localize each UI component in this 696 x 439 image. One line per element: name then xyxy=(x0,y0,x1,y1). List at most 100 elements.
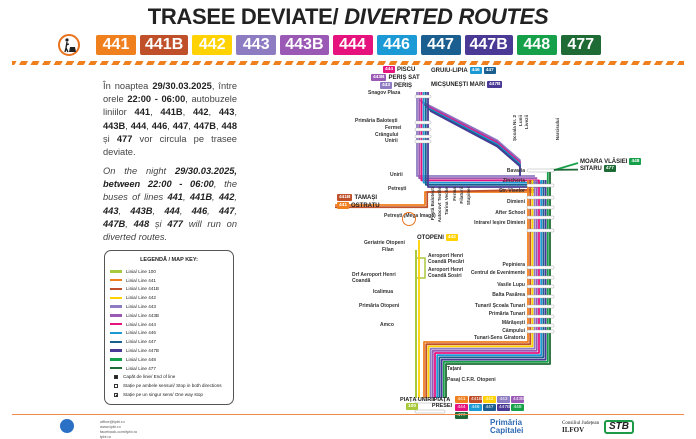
presei-badge-442: 442 xyxy=(483,396,496,403)
legend-label: Linia/ Line 477 xyxy=(126,365,156,371)
stop-label: Unirii xyxy=(385,138,398,144)
stop-label: Intrare/ Ieșire Dimieni xyxy=(474,220,525,226)
route-line-441b xyxy=(425,180,532,398)
route-line-443b xyxy=(418,92,538,180)
stop-label: Centrul de Evenimente xyxy=(470,270,525,276)
notice-segment: 442 xyxy=(218,192,235,203)
stop-marker xyxy=(526,329,555,334)
legend-item: Linia/ Line 447 xyxy=(110,337,228,346)
notice-segment: , între orele xyxy=(103,81,237,105)
presei-badge-441: 441 xyxy=(455,396,468,403)
notice-segment: , xyxy=(182,192,190,203)
line-badge-443: 443 xyxy=(236,35,277,55)
legend-label: Linia/ Line 442 xyxy=(126,295,156,301)
route-line-447b xyxy=(429,110,521,176)
stop-marker xyxy=(526,183,555,188)
route-line-441 xyxy=(423,180,529,398)
notice-segment: 448 xyxy=(221,120,238,131)
line-badge-442: 442 xyxy=(192,35,233,55)
legend-label: Linia/ Line 446 xyxy=(126,330,156,336)
legend-label: Linia/ Line 447B xyxy=(126,348,159,354)
presei-badge-441b: 441B xyxy=(469,396,483,403)
notice-segment: , xyxy=(125,120,131,131)
notice-segment: 448 xyxy=(133,218,150,229)
legend-item: Linia/ Line 443 xyxy=(110,302,228,311)
stop-label: Tarina Veche xyxy=(444,187,449,216)
stop-label: Școala Nr. 2 xyxy=(512,115,517,142)
notice-segment: 441 xyxy=(167,192,183,203)
route-line-441b xyxy=(335,188,536,209)
notice-segment: 444 xyxy=(130,120,147,131)
notice-segment: 29/30.03.2025 xyxy=(152,81,212,91)
stop-label: Bavaria xyxy=(506,168,525,174)
stop-label: Filan xyxy=(382,247,394,253)
presei-badge-447b: 447B xyxy=(497,404,511,411)
stop-label: Primăria Tunari xyxy=(488,311,525,317)
legend-item: Linia/ Line 447B xyxy=(110,346,228,355)
terminus-piata-presei: PIAȚA PRESEI xyxy=(431,397,453,409)
divider-stripe xyxy=(12,61,684,65)
notice-segment: , xyxy=(212,192,219,203)
presei-badge-443b: 443B xyxy=(511,396,525,403)
legend-item: Linia/ Line 448 xyxy=(110,355,228,364)
line-badge-443b: 443B xyxy=(280,35,329,55)
stop-label: Crângului xyxy=(375,132,399,138)
legend-label: Linia/ Line 444 xyxy=(126,321,156,327)
notice-segment: 447B xyxy=(103,218,126,229)
legend-swatch xyxy=(110,305,122,308)
presei-badge-477: 477 xyxy=(455,412,468,419)
route-line-447b xyxy=(440,180,547,398)
stop-label: Lunii xyxy=(518,115,523,126)
route-line-443 xyxy=(429,180,536,398)
legend-swatch xyxy=(110,322,122,326)
notice-segment: și xyxy=(103,133,117,144)
page-title: TRASEE DEVIATE/ DIVERTED ROUTES xyxy=(147,4,549,29)
route-line-477 xyxy=(549,168,579,180)
legend-swatch xyxy=(110,340,122,344)
notice-segment: , xyxy=(234,205,238,216)
route-line-443 xyxy=(416,92,535,177)
notice-segment: , autobuzele liniilor xyxy=(103,94,237,118)
legend-label: Linia/ Line 441B xyxy=(126,286,159,292)
stop-label: Câmpului xyxy=(502,328,525,334)
stop-label: Primăria Otopeni xyxy=(359,303,400,309)
stop-marker xyxy=(526,168,555,173)
notice-segment: , xyxy=(234,192,237,203)
legend-label: Linia/ Line 448 xyxy=(126,356,156,362)
notice-segment: 477 xyxy=(116,133,133,144)
stop-label: After School xyxy=(495,210,525,216)
stop-label: Aeroport Henri Coandă Sosiri xyxy=(428,267,464,279)
legend-label: Linia/ Line 441 xyxy=(126,277,156,283)
stop-label: Tunari-Sens Giratoriu xyxy=(473,335,525,341)
notice-segment: , xyxy=(125,218,134,229)
presei-badge-448: 448 xyxy=(511,404,524,411)
stop-label: Drf Aeroport Henri Coandă xyxy=(352,272,396,284)
legend-one-way: ▲Stație pe un singur sens/ One way stop xyxy=(114,392,203,398)
notice-segment: 442 xyxy=(193,107,209,118)
notice-en: On the night 29/30.03.2025, between 22:0… xyxy=(103,165,237,244)
legend-swatch xyxy=(110,349,122,352)
legend-swatch xyxy=(110,270,122,273)
footer-divider xyxy=(12,414,684,415)
line-badge-441: 441 xyxy=(96,35,136,55)
stop-marker xyxy=(526,275,555,280)
stop-label: Snagov Plaza xyxy=(368,90,401,96)
line-badge-447: 447 xyxy=(420,35,461,55)
stop-marker xyxy=(526,284,555,289)
stop-marker xyxy=(414,127,432,132)
notice-segment: vor circula pe trasee deviate. xyxy=(103,133,237,158)
legend-swatch xyxy=(110,331,122,335)
legend-label: Linia/ Line 447 xyxy=(126,339,156,345)
stop-label: Pepiniera xyxy=(502,262,525,268)
line-badge-446: 446 xyxy=(376,35,417,55)
notice-segment: On the night xyxy=(103,166,175,176)
notice-segment: , xyxy=(182,107,194,118)
stop-marker xyxy=(414,134,432,139)
notice-ro: În noaptea 29/30.03.2025, între orele 22… xyxy=(103,80,237,159)
notice-segment: , xyxy=(207,205,219,216)
